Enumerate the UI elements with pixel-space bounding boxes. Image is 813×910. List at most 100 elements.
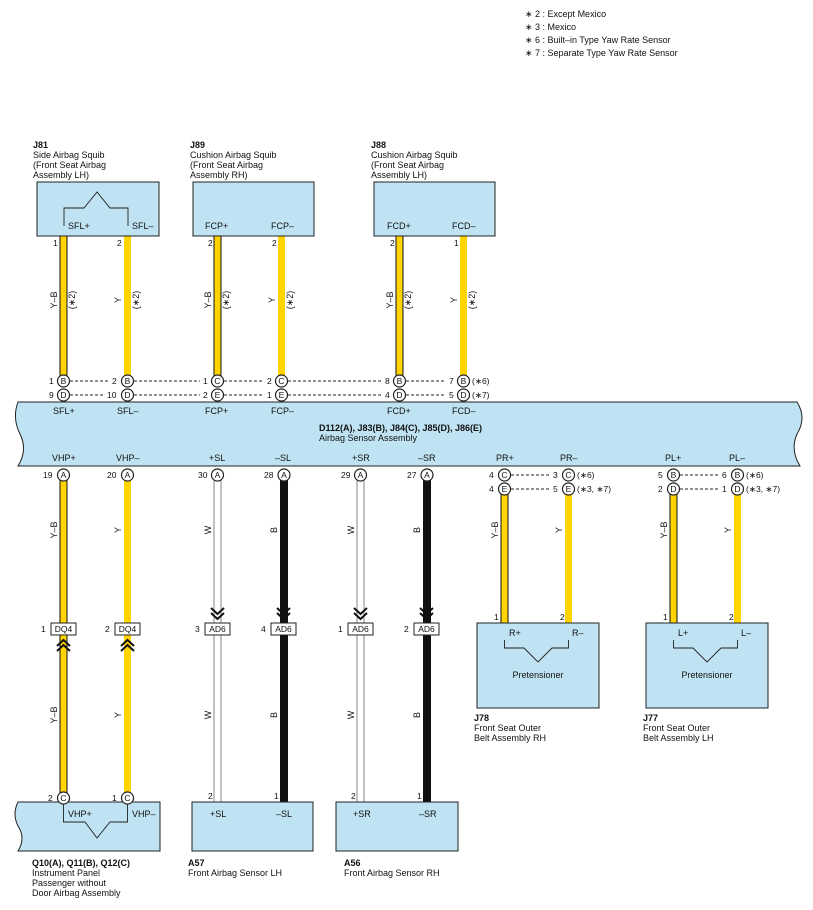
component-label: Front Seat Outer [643,723,710,733]
junction-label: DQ4 [119,624,137,634]
pin-letter: D [670,484,676,494]
wire-color-label: Y–B [49,291,59,308]
component-code: J89 [190,140,205,150]
wire-color-label: B [269,527,279,533]
component-code: A56 [344,858,361,868]
wire-color-label: Y [723,527,733,533]
component-label: Assembly LH) [371,170,427,180]
component-label: Front Airbag Sensor RH [344,868,440,878]
wire-color-label: Y [113,527,123,533]
pin-number: 30 [198,470,208,480]
pin-number: 1 [417,791,422,801]
pin-label: L– [741,628,751,638]
sensor-code: D112(A), J83(B), J84(C), J85(D), J86(E) [319,423,482,433]
pretensioner-symbol [673,640,738,663]
pin-label: +SR [352,453,370,463]
pin-number: 2 [351,791,356,801]
pin-letter: C [214,376,220,386]
pin-label: VHP– [132,809,156,819]
pin-letter: C [60,793,66,803]
pin-circle [274,388,289,402]
wire-color-label: Y [113,297,123,303]
pin-circle [210,468,225,482]
pin-number: 1 [338,624,343,634]
airbag-sensor-assembly: SFL+ SFL– FCP+ FCP– FCD+ FCD– D112(A), J… [14,401,803,467]
component-label: Instrument Panel [32,868,100,878]
pin-number: 19 [43,470,53,480]
junction-box [270,622,297,636]
pin-number: 1 [203,376,208,386]
wire-color-label: B [269,712,279,718]
pin-number: 7 [449,376,454,386]
component-label: Front Seat Outer [474,723,541,733]
pin-number: 2 [272,238,277,248]
component-box [335,801,459,852]
chevron-down-icon [276,607,291,621]
pin-circle [666,482,681,496]
component-inner-label: Pretensioner [681,670,732,680]
pin-label: PL– [729,453,745,463]
legend-item: ∗ 2 : Except Mexico [525,9,606,19]
wire-color-label: W [203,525,213,534]
wire-color-label: Y [554,527,564,533]
pin-label: PL+ [665,453,681,463]
component-box [191,801,314,852]
component-code: J81 [33,140,48,150]
pin-letter: B [61,376,67,386]
pin-number: 2 [112,376,117,386]
wire-b [280,480,288,802]
pin-number: 1 [53,238,58,248]
component-label: Cushion Airbag Squib [371,150,458,160]
pin-letter: E [215,390,221,400]
pin-number: 2 [658,484,663,494]
pin-number: 4 [385,390,390,400]
component-label: Passenger without [32,878,107,888]
component-label: Front Airbag Sensor LH [188,868,282,878]
pin-number: 1 [274,791,279,801]
pin-label: –SL [276,809,292,819]
component-box [373,181,496,237]
pin-circle [277,468,291,482]
component-label: (Front Seat Airbag [190,160,263,170]
wire-note: (∗2) [467,291,477,310]
pin-letter: A [358,470,364,480]
pin-circle [456,388,471,402]
legend-item: ∗ 3 : Mexico [525,22,576,32]
pin-label: FCP+ [205,221,228,231]
component-j88: J88 Cushion Airbag Squib (Front Seat Air… [371,140,496,248]
wire-color-label: W [346,525,356,534]
pin-letter: B [671,470,677,480]
pin-number: 2 [729,612,734,622]
pin-number: 6 [722,470,727,480]
component-label: Assembly LH) [33,170,89,180]
pin-label: +SL [209,453,225,463]
junction-label: AD6 [275,624,292,634]
component-inner-label: Pretensioner [512,670,563,680]
pin-circle [353,468,368,482]
component-label: Belt Assembly RH [474,733,546,743]
shorting-dashes-top [70,380,446,396]
pin-number: 4 [489,470,494,480]
pin-label: FCP– [271,221,294,231]
junction-label: AD6 [418,624,435,634]
pin-label: SFL+ [68,221,90,231]
pin-number: 29 [341,470,351,480]
component-label: Side Airbag Squib [33,150,105,160]
wire-color-label: Y–B [49,706,59,723]
pin-label: SFL– [132,221,154,231]
chevron-up-icon [120,638,135,652]
pin-letter: A [125,470,131,480]
component-label: Door Airbag Assembly [32,888,121,898]
component-label: Cushion Airbag Squib [190,150,277,160]
pin-number: 28 [264,470,274,480]
junction-label: DQ4 [55,624,73,634]
component-box [645,622,769,709]
pin-letter: D [734,484,740,494]
wire-note: (∗2) [285,291,295,310]
pin-number: 2 [404,624,409,634]
junction-box [204,622,231,636]
wire-yb [395,235,404,377]
component-box [476,622,600,709]
pin-letter: D [60,390,66,400]
wire-yb [213,235,222,377]
